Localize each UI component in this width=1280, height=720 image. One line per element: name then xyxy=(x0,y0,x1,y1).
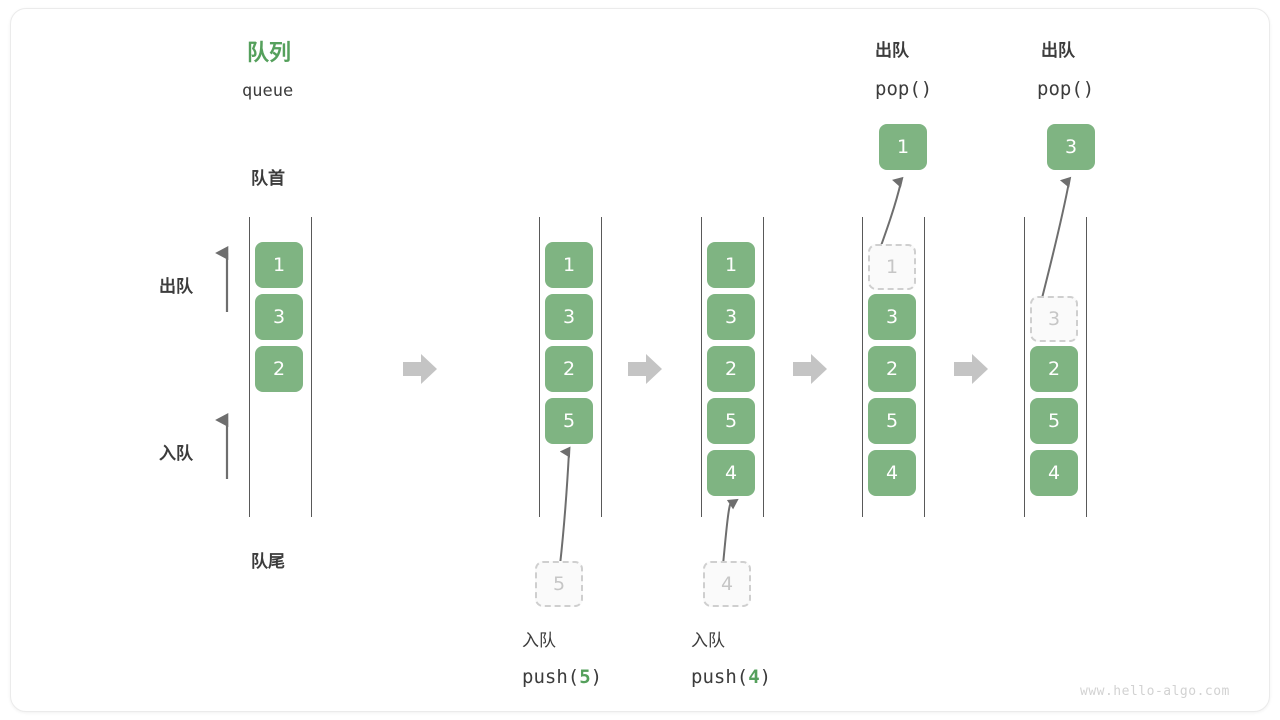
step-arrow-4 xyxy=(954,354,988,384)
incoming-box-5[interactable]: 5 xyxy=(535,561,583,607)
pop3-label-cn: 出队 xyxy=(1041,41,1075,61)
rear-label: 队尾 xyxy=(251,552,285,572)
push4-fn-prefix: push( xyxy=(691,666,749,688)
col1-rail-right xyxy=(311,217,312,517)
diagram-card: 队列 queue 队首 队尾 出队 入队 xyxy=(10,8,1270,712)
side-arrows-layer xyxy=(215,176,1072,566)
popped-box-1[interactable]: 1 xyxy=(879,124,927,170)
col3-cell-3[interactable]: 5 xyxy=(707,398,755,444)
push4-fn-suffix: ) xyxy=(759,666,772,688)
col5-cell-1-ghost[interactable]: 3 xyxy=(1030,296,1078,342)
push4-label-fn: push(4) xyxy=(691,668,771,687)
enqueue-side-label: 入队 xyxy=(159,444,193,464)
col3-rail-left xyxy=(701,217,702,517)
watermark: www.hello-algo.com xyxy=(1080,684,1230,699)
push4-fn-arg: 4 xyxy=(748,666,760,688)
col4-rail-left xyxy=(862,217,863,517)
push5-fn-suffix: ) xyxy=(590,666,603,688)
col3-cell-0[interactable]: 1 xyxy=(707,242,755,288)
pop3-arrow xyxy=(1039,176,1072,307)
front-label: 队首 xyxy=(251,169,285,189)
push5-fn-prefix: push( xyxy=(522,666,580,688)
pop1-label-fn: pop() xyxy=(875,78,933,100)
pop3-label-fn: pop() xyxy=(1037,78,1095,100)
push5-label-cn: 入队 xyxy=(522,631,556,651)
col5-cell-3[interactable]: 5 xyxy=(1030,398,1078,444)
push4-arrow xyxy=(722,498,739,566)
col2-cell-3[interactable]: 5 xyxy=(545,398,593,444)
col4-cell-2[interactable]: 2 xyxy=(868,346,916,392)
col4-rail-right xyxy=(924,217,925,517)
pop1-label-cn: 出队 xyxy=(875,41,909,61)
col3-cell-2[interactable]: 2 xyxy=(707,346,755,392)
diagram-title-cn: 队列 xyxy=(247,41,292,66)
step-arrow-2 xyxy=(628,354,662,384)
col5-cell-2[interactable]: 2 xyxy=(1030,346,1078,392)
col4-cell-1[interactable]: 3 xyxy=(868,294,916,340)
push5-fn-arg: 5 xyxy=(579,666,591,688)
col5-cell-4[interactable]: 4 xyxy=(1030,450,1078,496)
col3-rail-right xyxy=(763,217,764,517)
step-arrow-3 xyxy=(793,354,827,384)
diagram-stage: 队列 queue 队首 队尾 出队 入队 xyxy=(11,9,1269,711)
col2-cell-2[interactable]: 2 xyxy=(545,346,593,392)
col1-cell-1[interactable]: 3 xyxy=(255,294,303,340)
col4-cell-4[interactable]: 4 xyxy=(868,450,916,496)
dequeue-side-label: 出队 xyxy=(159,277,193,297)
col1-rail-left xyxy=(249,217,250,517)
col1-cell-0[interactable]: 1 xyxy=(255,242,303,288)
col2-rail-left xyxy=(539,217,540,517)
incoming-box-4[interactable]: 4 xyxy=(703,561,751,607)
col5-rail-right xyxy=(1086,217,1087,517)
col3-cell-4[interactable]: 4 xyxy=(707,450,755,496)
col2-cell-1[interactable]: 3 xyxy=(545,294,593,340)
push4-label-cn: 入队 xyxy=(691,631,725,651)
push5-arrow xyxy=(559,446,571,566)
col4-cell-3[interactable]: 5 xyxy=(868,398,916,444)
col1-cell-2[interactable]: 2 xyxy=(255,346,303,392)
popped-box-3[interactable]: 3 xyxy=(1047,124,1095,170)
col5-rail-left xyxy=(1024,217,1025,517)
diagram-title-mono: queue xyxy=(242,81,294,101)
push5-label-fn: push(5) xyxy=(522,668,602,687)
col3-cell-1[interactable]: 3 xyxy=(707,294,755,340)
step-arrow-1 xyxy=(403,354,437,384)
col4-cell-0-ghost[interactable]: 1 xyxy=(868,244,916,290)
col2-cell-0[interactable]: 1 xyxy=(545,242,593,288)
col2-rail-right xyxy=(601,217,602,517)
